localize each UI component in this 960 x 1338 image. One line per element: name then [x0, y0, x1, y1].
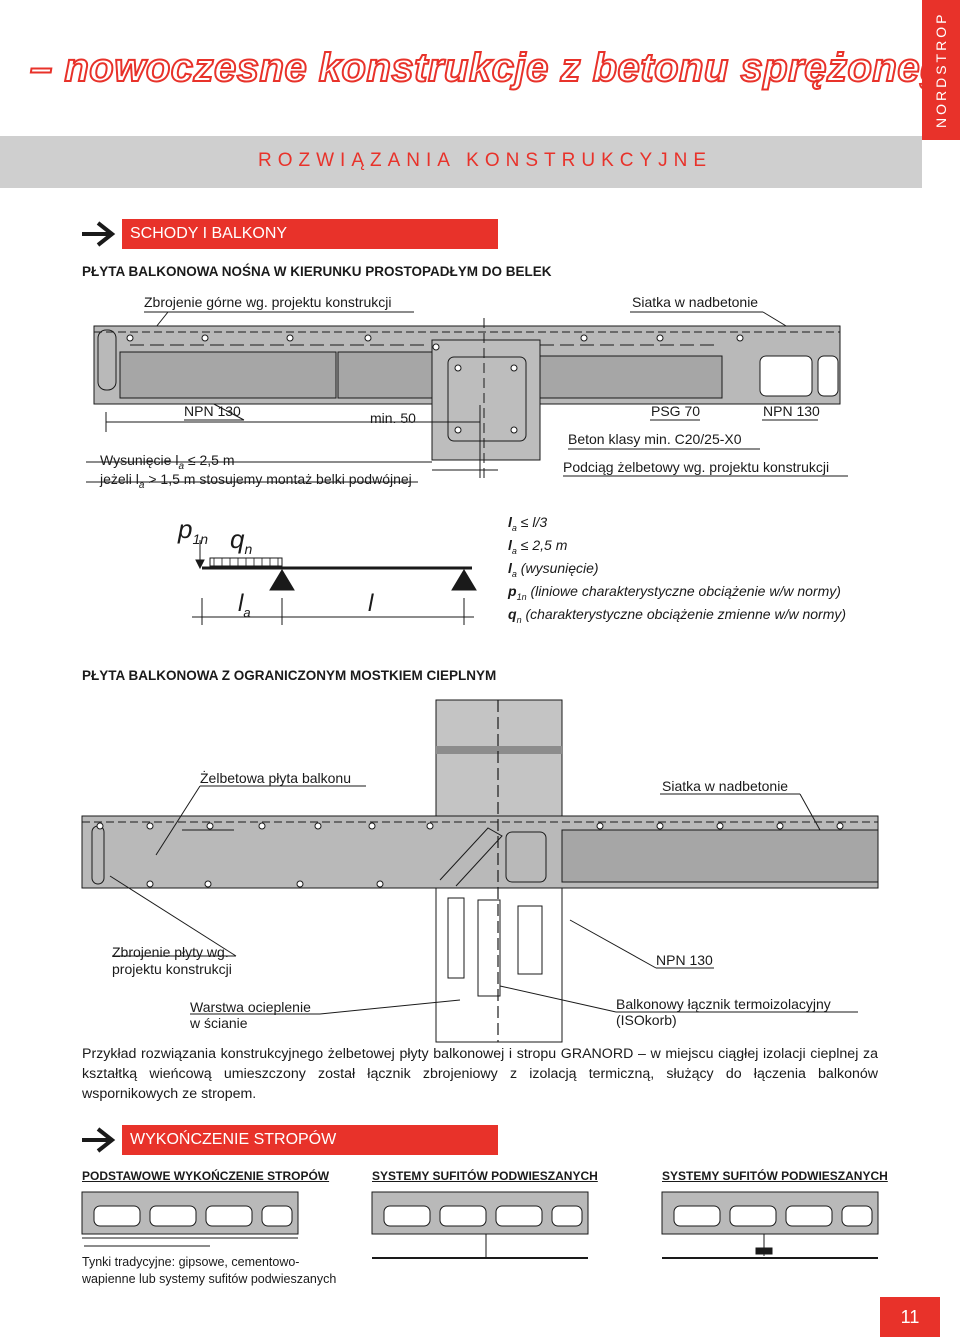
column-heading-basic: PODSTAWOWE WYKOŃCZENIE STROPÓW	[82, 1169, 330, 1183]
label-insulation-2: w ścianie	[190, 1015, 248, 1031]
label-overhang-1: Wysunięcie la ≤ 2,5 m	[100, 452, 235, 472]
label-mesh-topping: Siatka w nadbetonie	[632, 294, 759, 310]
legend-item: p1n (liniowe charakterystyczne obciążeni…	[508, 583, 841, 602]
label-connector-2: (ISOkorb)	[616, 1012, 677, 1028]
description-paragraph: Przykład rozwiązania konstrukcyjnego żel…	[82, 1046, 878, 1102]
brand-bar	[922, 0, 960, 140]
label-overhang-2: jeżeli la > 1,5 m stosujemy montaż belki…	[100, 471, 412, 491]
page-number: 11	[880, 1297, 940, 1337]
arrow-right-icon	[80, 1125, 122, 1155]
label-slab-reinforcement-2: projektu konstrukcji	[112, 961, 232, 977]
section-heading-finishing: WYKOŃCZENIE STROPÓW	[80, 1125, 498, 1155]
section-band	[0, 136, 922, 188]
symbol-qn: qn	[230, 524, 253, 558]
section-band-title: ROZWIĄZANIA KONSTRUKCYJNE	[258, 150, 713, 171]
symbol-l: l	[368, 590, 374, 617]
label-npn-left: NPN 130	[184, 403, 241, 419]
column-heading-suspended-1: SYSTEMY SUFITÓW PODWIESZANYCH	[372, 1169, 598, 1183]
label-insulation-1: Warstwa ocieplenie	[190, 999, 311, 1015]
legend-item: la (wysunięcie)	[508, 560, 599, 579]
label-concrete-class: Beton klasy min. C20/25-X0	[568, 431, 742, 447]
legend-item: la ≤ 2,5 m	[508, 537, 568, 556]
subheading-thermal-bridge: PŁYTA BALKONOWA Z OGRANICZONYM MOSTKIEM …	[82, 668, 497, 683]
page-title: – nowoczesne konstrukcje z betonu sprężo…	[29, 45, 960, 91]
arrow-right-icon	[80, 219, 122, 249]
label-slab-reinforcement-1: Zbrojenie płyty wg.	[112, 944, 229, 960]
symbol-p1n: p1n	[178, 514, 209, 548]
finishing-note: Tynki tradycyjne: gipsowe, cementowo-wap…	[82, 1255, 337, 1286]
column-heading-suspended-2: SYSTEMY SUFITÓW PODWIESZANYCH	[662, 1169, 888, 1183]
label-npn130: NPN 130	[656, 952, 713, 968]
subheading-balcony-perpendicular: PŁYTA BALKONOWA NOŚNA W KIERUNKU PROSTOP…	[82, 264, 552, 279]
symbol-la: la	[238, 590, 251, 620]
section-heading-stairs: SCHODY I BALKONY	[80, 219, 498, 249]
label-connector-1: Balkonowy łącznik termoizolacyjny	[616, 996, 831, 1012]
label-rc-slab: Żelbetowa płyta balkonu	[200, 770, 351, 786]
scheme-legend: la ≤ l/3 la ≤ 2,5 m la (wysunięcie) p1n …	[508, 514, 846, 629]
legend-item: la ≤ l/3	[508, 514, 548, 533]
label-top-reinforcement: Zbrojenie górne wg. projektu konstrukcji	[144, 294, 392, 310]
section-heading-label: WYKOŃCZENIE STROPÓW	[130, 1131, 337, 1148]
label-npn-right: NPN 130	[763, 403, 820, 419]
label-mesh-topping-2: Siatka w nadbetonie	[662, 778, 789, 794]
section-heading-label: SCHODY I BALKONY	[130, 225, 288, 242]
legend-item: qn (charakterystyczne obciążenie zmienne…	[508, 606, 847, 625]
label-beam: Podciąg żelbetowy wg. projektu konstrukc…	[563, 459, 830, 475]
label-psg70: PSG 70	[651, 403, 701, 419]
